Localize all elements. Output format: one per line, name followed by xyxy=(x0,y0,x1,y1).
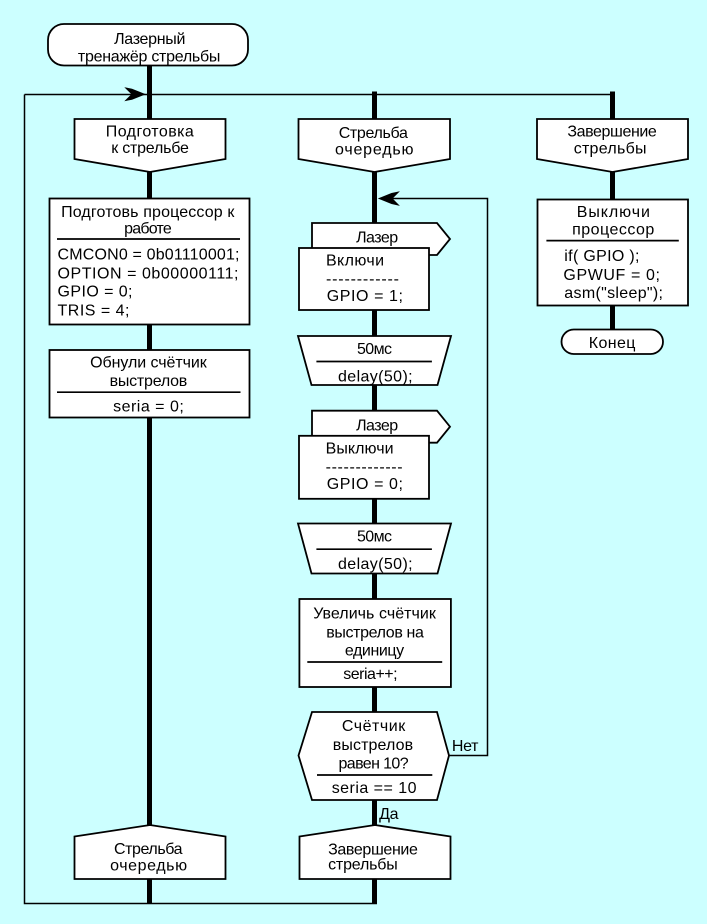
svg-text:delay(50);: delay(50); xyxy=(338,556,413,573)
svg-text:Лазер: Лазер xyxy=(356,418,398,435)
svg-text:процессор: процессор xyxy=(572,221,654,238)
svg-text:Лазерный: Лазерный xyxy=(114,31,185,48)
svg-text:Завершение: Завершение xyxy=(328,841,418,858)
svg-text:seria++;: seria++; xyxy=(343,666,397,683)
svg-text:к стрельбе: к стрельбе xyxy=(111,140,189,157)
svg-text:Подготовка: Подготовка xyxy=(106,123,194,140)
svg-text:-------------: ------------- xyxy=(326,459,403,476)
svg-text:очередью: очередью xyxy=(110,857,187,874)
svg-text:Нет: Нет xyxy=(452,738,479,755)
svg-text:Конец: Конец xyxy=(589,335,636,352)
svg-text:Подготовь процессор к: Подготовь процессор к xyxy=(61,204,235,221)
svg-text:Выключи: Выключи xyxy=(577,204,650,221)
svg-text:выстрелов: выстрелов xyxy=(333,737,413,754)
svg-text:Включи: Включи xyxy=(326,253,384,270)
svg-text:Стрельба: Стрельба xyxy=(339,125,408,142)
svg-text:if( GPIO );: if( GPIO ); xyxy=(564,248,639,265)
svg-text:Стрельба: Стрельба xyxy=(114,841,183,858)
svg-text:delay(50);: delay(50); xyxy=(338,369,413,386)
svg-text:GPIO = 0;: GPIO = 0; xyxy=(58,284,133,301)
svg-text:единицу: единицу xyxy=(345,643,404,660)
svg-text:50мс: 50мс xyxy=(357,529,392,546)
svg-text:seria == 10: seria == 10 xyxy=(332,780,417,797)
svg-text:OPTION = 0b00000111;: OPTION = 0b00000111; xyxy=(58,265,239,282)
svg-text:CMCON0 = 0b01110001;: CMCON0 = 0b01110001; xyxy=(58,247,240,264)
svg-text:Увеличь счётчик: Увеличь счётчик xyxy=(313,606,437,623)
svg-text:выстрелов на: выстрелов на xyxy=(326,624,424,641)
svg-text:------------: ------------ xyxy=(326,271,399,288)
svg-text:Лазер: Лазер xyxy=(356,230,398,247)
svg-text:asm("sleep");: asm("sleep"); xyxy=(564,285,663,302)
svg-text:Обнули счётчик: Обнули счётчик xyxy=(90,354,208,371)
svg-text:50мс: 50мс xyxy=(357,341,392,358)
svg-text:Завершение: Завершение xyxy=(567,123,656,140)
svg-text:работе: работе xyxy=(124,221,172,238)
svg-text:выстрелов: выстрелов xyxy=(110,373,188,390)
svg-text:TRIS = 4;: TRIS = 4; xyxy=(58,302,130,319)
svg-text:стрельбы: стрельбы xyxy=(328,856,398,873)
svg-text:GPWUF = 0;: GPWUF = 0; xyxy=(563,267,660,284)
svg-text:Выключи: Выключи xyxy=(326,440,394,457)
svg-text:Да: Да xyxy=(379,806,398,823)
svg-text:стрельбы: стрельбы xyxy=(574,141,647,158)
svg-text:Счётчик: Счётчик xyxy=(342,718,406,735)
svg-text:GPIO = 0;: GPIO = 0; xyxy=(327,476,403,493)
svg-text:тренажёр стрельбы: тренажёр стрельбы xyxy=(78,49,221,66)
svg-text:seria = 0;: seria = 0; xyxy=(113,399,184,416)
svg-text:очередью: очередью xyxy=(335,142,414,159)
svg-text:GPIO = 1;: GPIO = 1; xyxy=(327,288,403,305)
svg-text:равен 10?: равен 10? xyxy=(339,756,409,773)
